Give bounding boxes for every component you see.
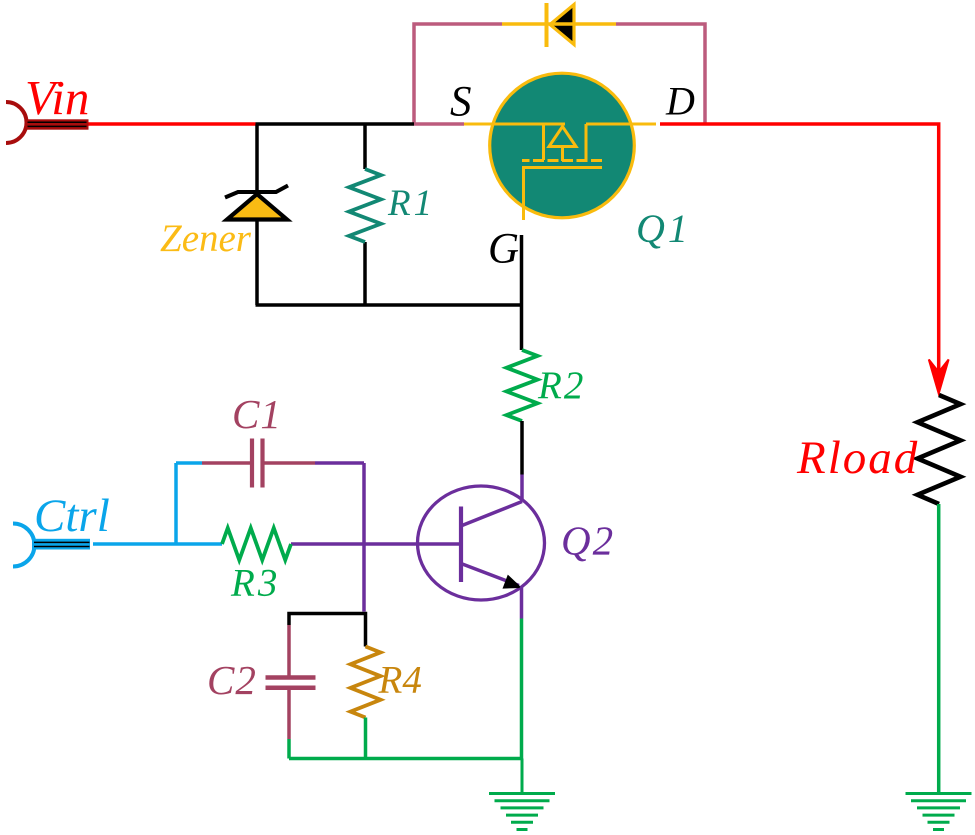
svg-text:R4: R4 xyxy=(378,659,422,702)
svg-text:Vin: Vin xyxy=(25,70,89,125)
svg-text:S: S xyxy=(450,79,472,126)
svg-text:C1: C1 xyxy=(232,391,282,437)
svg-text:R2: R2 xyxy=(537,364,585,407)
svg-text:Q2: Q2 xyxy=(561,518,615,564)
svg-text:Q1: Q1 xyxy=(636,206,691,251)
svg-text:C2: C2 xyxy=(207,657,257,703)
svg-text:R1: R1 xyxy=(387,183,435,224)
svg-text:G: G xyxy=(488,226,519,273)
svg-text:R3: R3 xyxy=(230,562,280,605)
svg-text:Ctrl: Ctrl xyxy=(34,490,110,542)
svg-text:Rload: Rload xyxy=(796,432,919,484)
svg-text:D: D xyxy=(665,79,695,124)
svg-text:Zener: Zener xyxy=(160,217,252,260)
